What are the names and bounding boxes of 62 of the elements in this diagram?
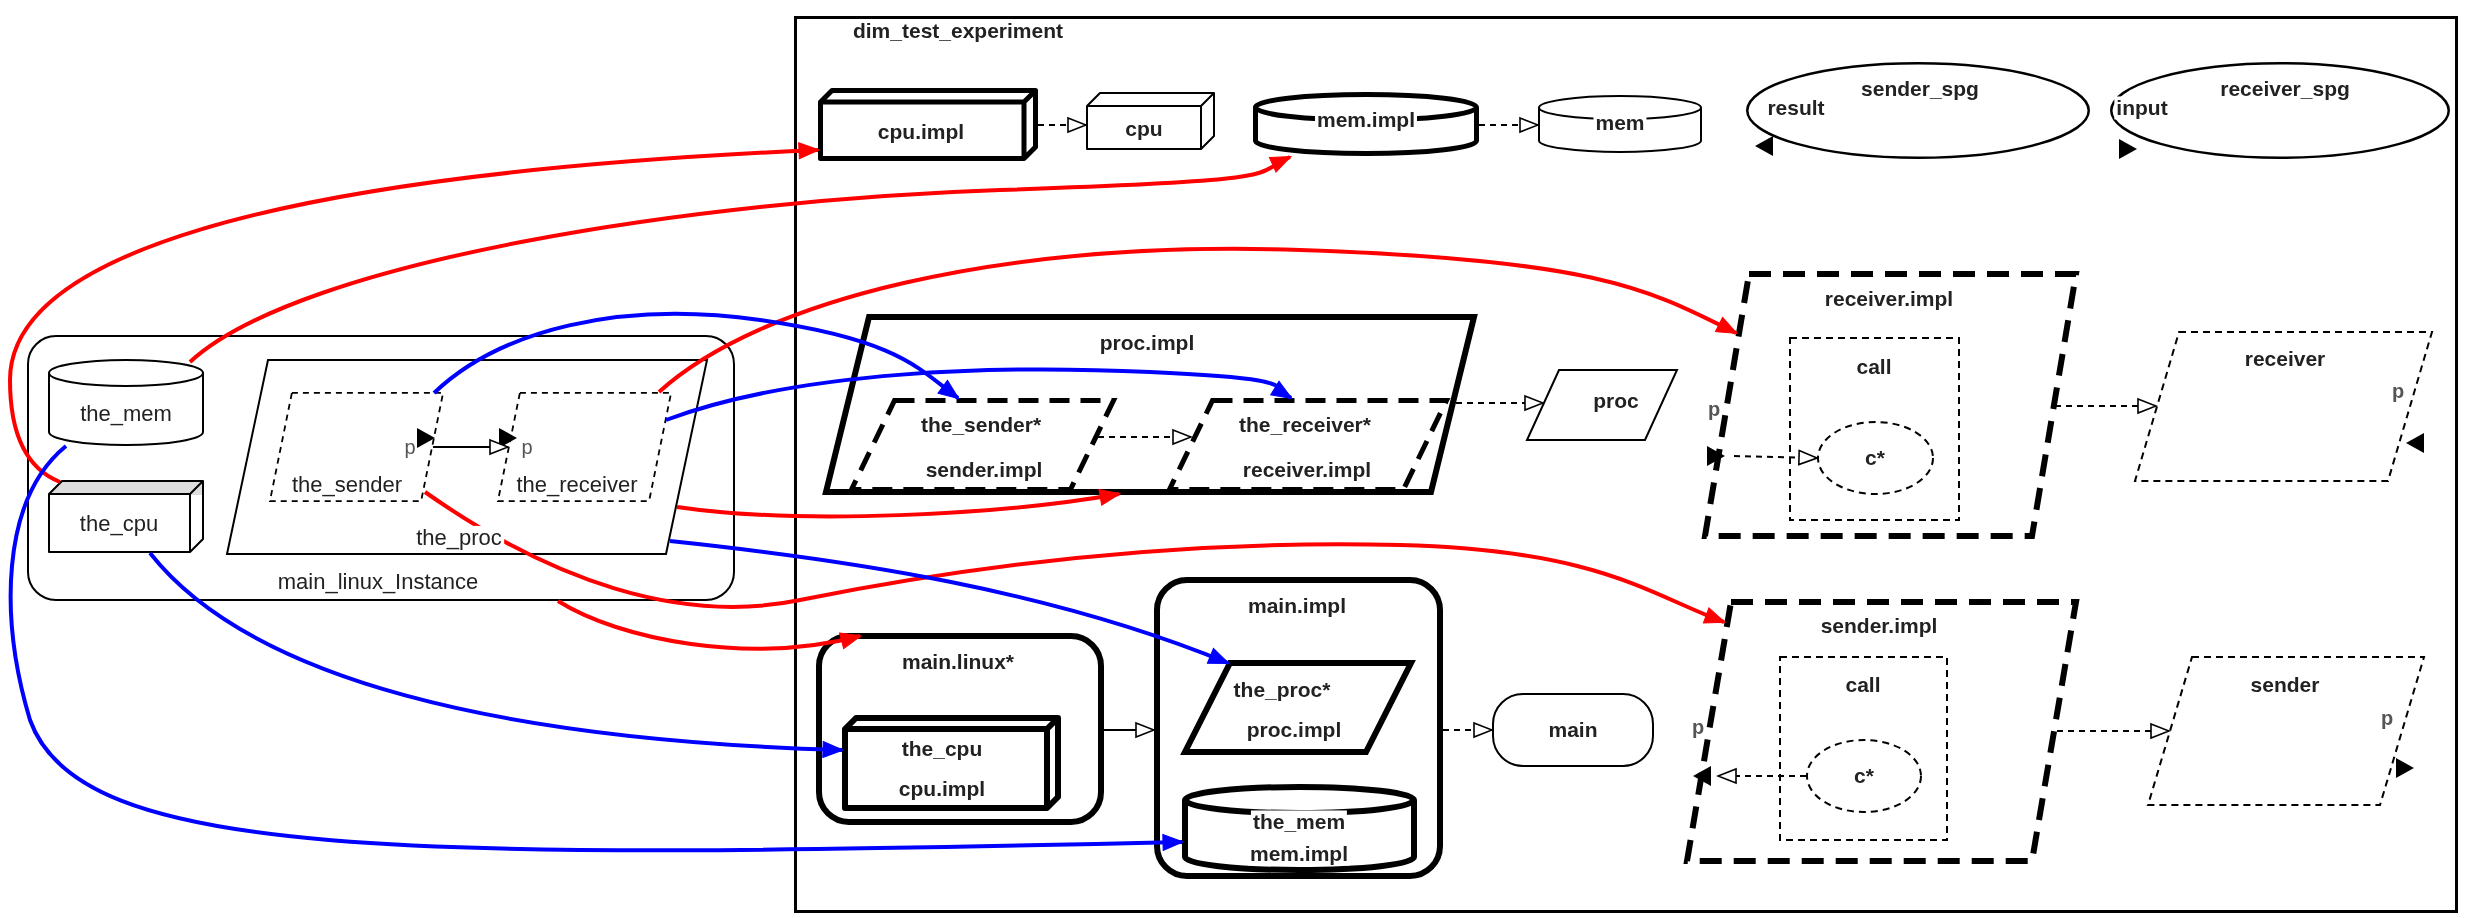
arrow [8, 142, 820, 484]
terminal-node [1492, 693, 1654, 767]
parallelogram-node [1526, 369, 1678, 441]
group-frame [27, 335, 735, 601]
port-label: p [2390, 380, 2406, 402]
box-node [842, 715, 1061, 811]
arrow [676, 488, 1121, 519]
group-frame [794, 16, 2458, 913]
parallelogram-node [1182, 660, 1414, 755]
node-label: the_mem [1250, 810, 1348, 834]
node-label: the_proc [414, 525, 504, 551]
arrow [432, 439, 509, 455]
arrow [148, 551, 844, 758]
port-label: p [1690, 716, 1706, 738]
parallelogram-node [269, 392, 444, 502]
arrow [2056, 723, 2170, 739]
arrow [1478, 117, 1539, 133]
parallelogram-node [226, 359, 708, 555]
parallelogram-node [1167, 398, 1449, 492]
cylinder-node [48, 359, 204, 446]
parallelogram-node [849, 398, 1116, 492]
parallelogram-node [2147, 656, 2425, 806]
ellipse-node [2110, 62, 2450, 159]
arrow [2054, 398, 2157, 414]
box-node [1086, 92, 1215, 150]
ellipse-node [1746, 62, 2090, 159]
parallelogram-node [2134, 331, 2433, 482]
port-label: p [520, 436, 534, 458]
arrow [1733, 449, 1818, 466]
arrow [188, 155, 1292, 364]
arrow [557, 599, 862, 651]
ellipse-node [1817, 421, 1934, 495]
arrow [1455, 395, 1544, 411]
box-node [818, 88, 1038, 161]
port-label: p [403, 436, 417, 458]
ellipse-node [1806, 739, 1922, 813]
port-label: p [1706, 398, 1722, 420]
parallelogram-node [1684, 599, 2079, 864]
cylinder-node [1182, 784, 1417, 873]
parallelogram-node [497, 392, 672, 502]
node-label: input [2114, 96, 2170, 120]
arrow [1442, 722, 1493, 738]
arrow [1037, 117, 1087, 133]
arrow [1103, 722, 1155, 738]
cylinder-node [1253, 92, 1479, 156]
arrow [1717, 768, 1807, 784]
arrow [423, 490, 1726, 624]
group-frame [816, 633, 1104, 825]
arrow [665, 367, 1293, 422]
group-frame [1789, 337, 1960, 521]
group-frame [1154, 577, 1443, 879]
arrow [432, 312, 960, 400]
arrow [669, 539, 1230, 665]
arrow [1097, 429, 1192, 445]
box-node [48, 480, 204, 553]
port-label: p [2379, 707, 2395, 729]
cylinder-node [1538, 95, 1702, 153]
arrow [8, 444, 1184, 853]
arrow [657, 247, 1738, 394]
parallelogram-node [1702, 271, 2079, 539]
group-frame [1779, 656, 1948, 841]
parallelogram-node [823, 314, 1477, 495]
